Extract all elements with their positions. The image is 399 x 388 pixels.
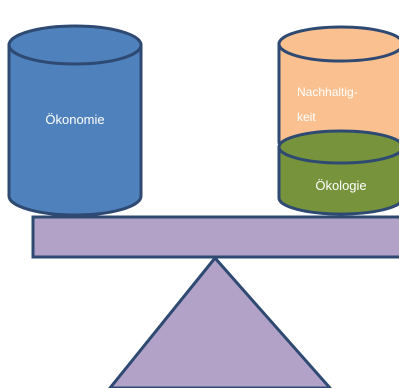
balance-beam [31, 215, 399, 259]
ecology-label: Ökologie [315, 178, 366, 193]
ecology-cylinder-body [277, 145, 399, 216]
fulcrum-triangle [108, 255, 333, 388]
economy-label: Ökonomie [45, 112, 104, 127]
economy-cylinder: Ökonomie [7, 24, 143, 217]
ecology-cylinder-top [277, 129, 399, 165]
sustainability-cylinder-top [277, 25, 399, 63]
ecology-cylinder: Ökologie [277, 129, 399, 216]
economy-cylinder-body [7, 43, 143, 217]
economy-cylinder-top [7, 24, 143, 66]
sustainability-label-line1: Nachhaltig- [297, 85, 358, 99]
sustainability-label-line2: keit [297, 110, 316, 124]
